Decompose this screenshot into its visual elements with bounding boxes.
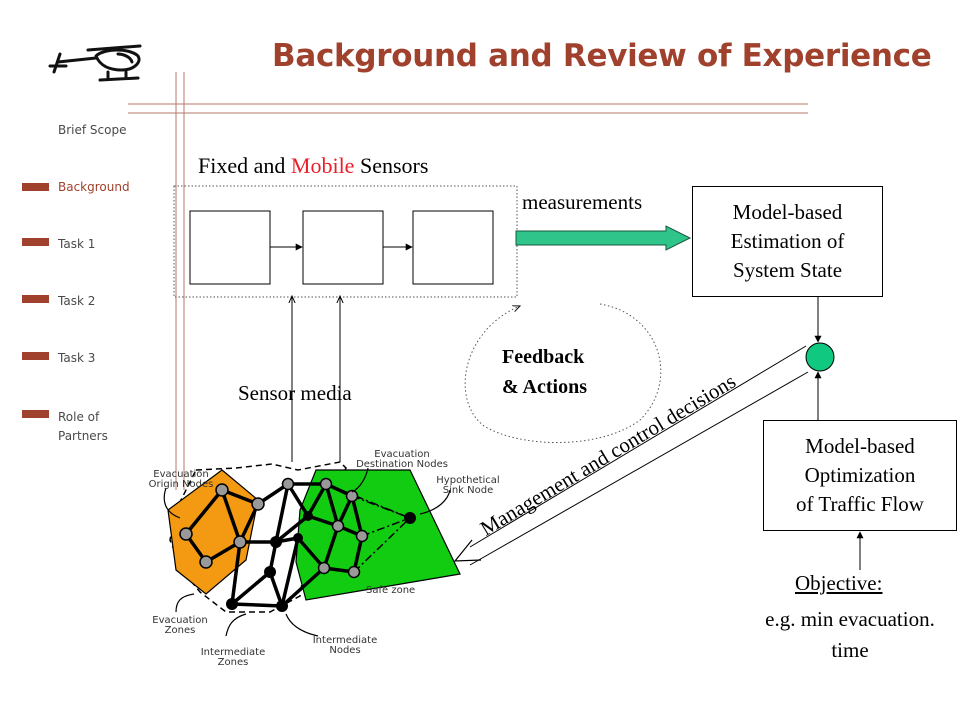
management-line-top <box>469 345 807 548</box>
nav-item-brief-scope[interactable]: Brief Scope <box>58 123 127 137</box>
feedback-loop <box>464 303 662 443</box>
optimization-box-line2: Optimization <box>804 463 916 487</box>
sink-node <box>404 512 416 524</box>
optimization-box-line3: of Traffic Flow <box>796 492 924 516</box>
sensors-label-post: Sensors <box>354 153 429 178</box>
feedback-label: Feedback & Actions <box>502 342 587 402</box>
feedback-line1: Feedback <box>502 346 585 368</box>
label-intermediate-nodes-line2: Nodes <box>329 645 361 656</box>
nav-item-background[interactable]: Background <box>58 180 130 194</box>
label-origin-nodes-line2: Origin Nodes <box>148 479 214 490</box>
feedback-line2: & Actions <box>502 376 587 398</box>
label-origin-nodes-line1: Evacuation <box>153 469 209 480</box>
objective-heading: Objective: <box>795 571 883 595</box>
sensor-media-label: Sensor media <box>238 381 352 405</box>
helicopter-logo-icon <box>48 44 142 82</box>
label-pointers <box>163 467 451 637</box>
objective-line2: time <box>831 638 869 662</box>
label-destination-nodes: Evacuation Destination Nodes <box>352 450 452 470</box>
destination-nodes <box>281 477 369 579</box>
estimation-box: Model-based Estimation of System State <box>692 186 883 297</box>
estimation-box-line2: Estimation of <box>730 229 845 253</box>
nav-item-task-2[interactable]: Task 2 <box>58 294 96 308</box>
objective-text: e.g. min evacuation. time <box>740 604 960 666</box>
estimation-box-line1: Model-based <box>732 200 843 224</box>
label-evacuation-zones: Evacuation Zones <box>148 616 212 636</box>
label-destination-nodes-line1: Evacuation <box>374 449 430 460</box>
sensors-label-mobile: Mobile <box>290 153 355 178</box>
nav-item-role-of-partners[interactable]: Role of Partners <box>58 410 108 443</box>
slide-title: Background and Review of Experience <box>272 38 932 74</box>
sensors-container <box>173 185 518 298</box>
intermediate-nodes <box>226 511 313 612</box>
sink-links <box>325 483 411 573</box>
nav-marker-task-2 <box>22 295 49 303</box>
sensors-label-pre: Fixed and <box>198 153 291 178</box>
label-intermediate-zones-line2: Zones <box>217 657 249 668</box>
nav-marker-task-1 <box>22 238 49 246</box>
label-destination-nodes-line2: Destination Nodes <box>356 459 448 470</box>
objective-line1: e.g. min evacuation. <box>765 607 935 631</box>
origin-nodes <box>179 483 265 569</box>
nav-marker-background <box>22 183 49 191</box>
nav-marker-role-of-partners <box>22 410 49 418</box>
label-intermediate-nodes: Intermediate Nodes <box>310 636 380 656</box>
label-safe-zone: Safe zone <box>366 585 416 596</box>
label-origin-nodes: Evacuation Origin Nodes <box>140 470 222 490</box>
label-evacuation-zones-line1: Evacuation <box>152 615 208 626</box>
sensor-box-1 <box>189 210 271 285</box>
sensors-label: Fixed and Mobile Sensors <box>198 153 428 179</box>
junction-icon <box>805 342 835 372</box>
management-arrowhead <box>453 539 482 562</box>
nav-item-task-1[interactable]: Task 1 <box>58 237 96 251</box>
label-intermediate-zones: Intermediate Zones <box>198 648 268 668</box>
label-sink-node: Hypothetical Sink Node <box>430 476 506 496</box>
sensor-box-3 <box>412 210 494 285</box>
management-line-bottom <box>469 371 809 566</box>
measurements-label: measurements <box>522 190 643 214</box>
label-intermediate-zones-line1: Intermediate <box>200 647 266 658</box>
label-sink-node-line2: Sink Node <box>442 485 494 496</box>
optimization-box: Model-based Optimization of Traffic Flow <box>763 420 957 531</box>
safe-zone <box>295 469 461 601</box>
nav-item-task-3[interactable]: Task 3 <box>58 351 96 365</box>
sensor-box-2 <box>302 210 384 285</box>
label-sink-node-line1: Hypothetical <box>436 475 500 486</box>
label-intermediate-nodes-line1: Intermediate <box>312 635 378 646</box>
label-evacuation-zones-line2: Zones <box>164 625 196 636</box>
measurements-arrow <box>515 225 692 251</box>
nav-marker-task-3 <box>22 352 49 360</box>
optimization-box-line1: Model-based <box>805 434 915 458</box>
estimation-box-line3: System State <box>732 258 843 282</box>
